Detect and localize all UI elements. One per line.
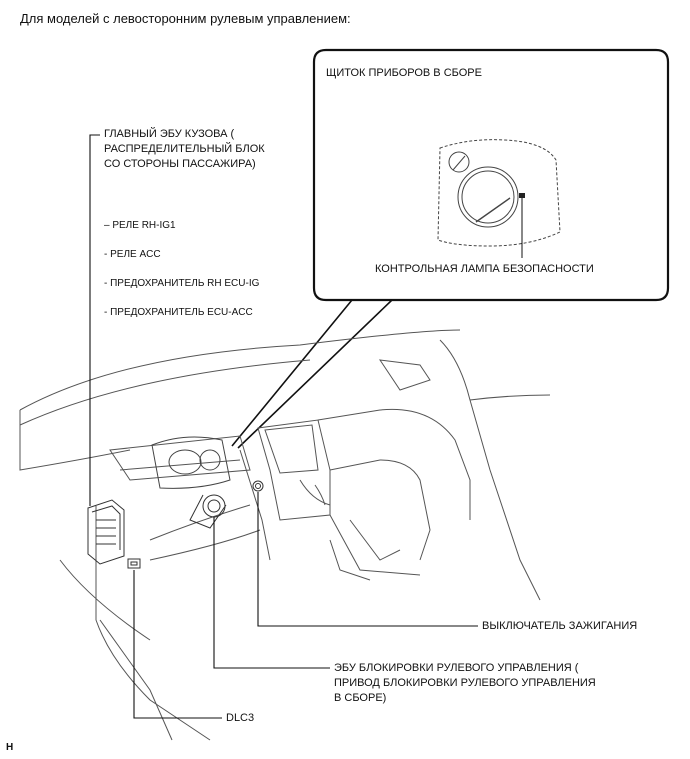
corner-mark: H <box>6 742 14 753</box>
body-ecu-label-line2: РАСПРЕДЕЛИТЕЛЬНЫЙ БЛОК <box>104 143 265 155</box>
body-ecu-item: - ПРЕДОХРАНИТЕЛЬ RH ECU-IG <box>104 278 260 289</box>
steering-lock-label-line2: ПРИВОД БЛОКИРОВКИ РУЛЕВОГО УПРАВЛЕНИЯ <box>334 677 596 689</box>
body-ecu-item: - РЕЛЕ ACC <box>104 249 161 260</box>
page-heading: Для моделей с левосторонним рулевым упра… <box>20 11 351 26</box>
leader-body-ecu <box>89 134 100 506</box>
body-ecu-item: - ПРЕДОХРАНИТЕЛЬ ECU-ACC <box>104 307 253 318</box>
dlc3-label: DLC3 <box>226 712 255 724</box>
ignition-switch <box>252 480 264 492</box>
body-ecu-item: – РЕЛЕ RH-IG1 <box>104 220 176 231</box>
cluster-dash <box>151 436 231 489</box>
steering-lock-label-line1: ЭБУ БЛОКИРОВКИ РУЛЕВОГО УПРАВЛЕНИЯ ( <box>334 662 579 674</box>
security-lamp-label: КОНТРОЛЬНАЯ ЛАМПА БЕЗОПАСНОСТИ <box>375 263 594 275</box>
body-ecu-label-line3: СО СТОРОНЫ ПАССАЖИРА) <box>104 158 256 170</box>
leader-steering-lock <box>213 517 330 669</box>
dashboard-outline <box>19 329 551 741</box>
leader-dlc3 <box>133 570 222 719</box>
body-ecu-block <box>87 499 125 565</box>
body-ecu-label-line1: ГЛАВНЫЙ ЭБУ КУЗОВА ( <box>104 128 235 140</box>
callout-box <box>312 48 670 302</box>
leader-ignition <box>257 492 478 627</box>
steering-lock-label-line3: В СБОРЕ) <box>334 692 387 704</box>
ignition-switch-label: ВЫКЛЮЧАТЕЛЬ ЗАЖИГАНИЯ <box>482 620 638 632</box>
callout-pointer <box>231 299 393 449</box>
dlc3-connector <box>127 558 141 569</box>
instrument-cluster-label: ЩИТОК ПРИБОРОВ В СБОРЕ <box>326 67 482 79</box>
cluster-zoom <box>437 139 561 258</box>
